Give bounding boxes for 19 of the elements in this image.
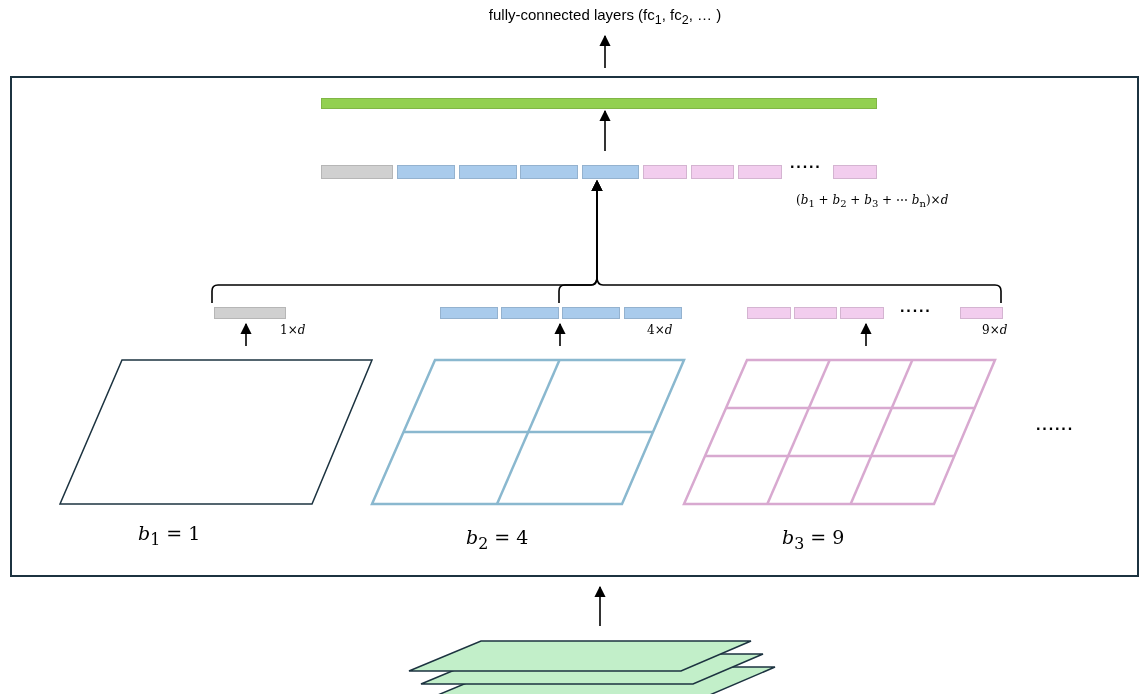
arrow xyxy=(554,322,566,347)
arrow xyxy=(860,322,872,347)
dimension-label: 9×d xyxy=(982,323,1008,337)
block-count-label: b$_{3}$ = 9 xyxy=(782,526,845,553)
ellipsis-dots: ······ xyxy=(1036,420,1074,438)
arrow xyxy=(599,34,611,69)
brace-arrow xyxy=(591,179,1002,304)
frame-box xyxy=(10,76,1139,577)
arrow xyxy=(594,585,606,627)
block-count-label: b$_{2}$ = 4 xyxy=(466,526,529,553)
dimension-label: 1×d xyxy=(280,323,306,337)
layer-label: fully-connected layers (fc$_{1}$, fc$_{2}$, … ) xyxy=(487,6,723,27)
ellipsis-dots: ····· xyxy=(790,158,822,176)
arrow xyxy=(240,322,252,347)
dimension-label: 4×d xyxy=(647,323,673,337)
block-count-label: b$_{1}$ = 1 xyxy=(138,522,201,549)
dimension-label: (b$_{1}$ + b$_{2}$ + b$_{3}$ + ⋯ b$_{n}$)×d xyxy=(796,193,949,210)
arrow xyxy=(599,109,611,152)
ellipsis-dots: ····· xyxy=(900,302,932,320)
